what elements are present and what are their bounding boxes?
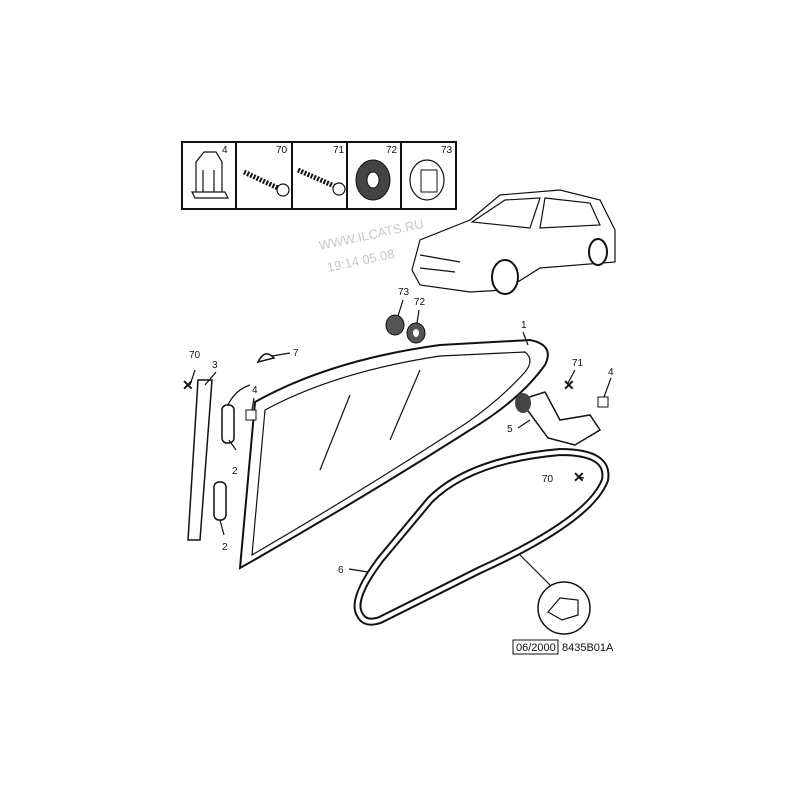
clip-4-right [597, 396, 609, 408]
callout-70-left: 70 [189, 350, 201, 361]
svg-text:✕: ✕ [563, 377, 575, 393]
trim-strip [187, 379, 213, 541]
legend-label-70: 70 [276, 145, 288, 156]
clip-4-left [245, 409, 257, 421]
screw-71-icon [296, 167, 346, 196]
clip-2-lower [213, 481, 227, 521]
callout-7: 7 [293, 348, 299, 359]
callout-72: 72 [414, 297, 426, 308]
callout-71: 71 [572, 358, 584, 369]
seal-profile-detail [519, 554, 591, 635]
callout-4-right: 4 [608, 367, 614, 378]
svg-text:✕: ✕ [182, 377, 194, 393]
footer-date: 06/2000 [516, 642, 556, 654]
footer-reference-code: 8435B01A [562, 642, 614, 654]
cap-7 [256, 353, 276, 364]
callout-5: 5 [507, 424, 513, 435]
quarter-glass [238, 338, 549, 570]
clip-icon [191, 151, 229, 199]
car-illustration [411, 189, 616, 295]
nut-73 [385, 314, 405, 336]
callout-2-lower: 2 [222, 542, 228, 553]
watermark-url: WWW.ILCATS.RU [318, 216, 425, 253]
screw-70-icon [242, 169, 290, 197]
callout-70-right: 70 [542, 474, 554, 485]
callout-73: 73 [398, 287, 410, 298]
fastener-legend-box: 4 70 71 72 73 [181, 141, 457, 210]
callout-1: 1 [521, 320, 527, 331]
callout-2-upper: 2 [232, 466, 238, 477]
callout-6: 6 [338, 565, 344, 576]
nut-icon [409, 159, 445, 201]
legend-label-4: 4 [222, 145, 228, 156]
washer-icon [355, 159, 391, 201]
callout-4-left: 4 [252, 385, 258, 396]
leader-lines [189, 299, 612, 573]
watermark-timestamp: 19:14 05.08 [326, 246, 396, 275]
legend-label-73: 73 [441, 145, 453, 156]
hinge-bracket-5 [515, 391, 602, 446]
washer-72 [406, 322, 426, 344]
legend-label-71: 71 [333, 145, 345, 156]
clip-2-upper [221, 404, 235, 444]
callout-3: 3 [212, 360, 218, 371]
footer-reference: 06/2000 8435B01A [512, 639, 614, 655]
legend-label-72: 72 [386, 145, 398, 156]
window-seal [353, 447, 610, 626]
